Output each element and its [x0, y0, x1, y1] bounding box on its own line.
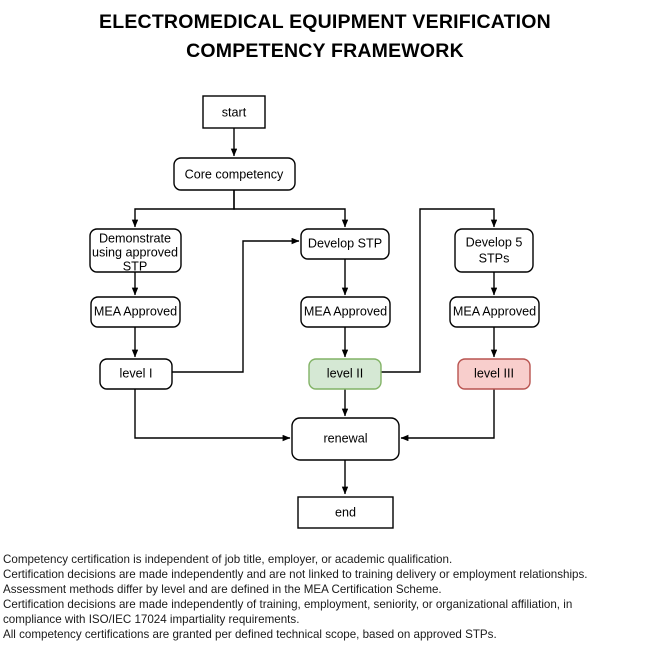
- edge-level2-to-develop5: [381, 208, 498, 373]
- node-demonstrate-using-approved-stp[interactable]: Demonstrate using approved STP: [89, 228, 182, 273]
- title-line-2: COMPETENCY FRAMEWORK: [186, 40, 464, 62]
- node-demonstrate-label-line1: Demonstrate: [99, 231, 171, 245]
- edge-level1-to-develop-stp: [172, 237, 300, 373]
- node-mea-approved-middle[interactable]: MEA Approved: [300, 296, 391, 328]
- edge-core-to-develop-stp: [233, 190, 349, 228]
- title-line-1: ELECTROMEDICAL EQUIPMENT VERIFICATION: [99, 11, 551, 33]
- node-mea-approved-left-label: MEA Approved: [94, 304, 177, 318]
- node-start-label: start: [222, 105, 247, 119]
- node-level-2-label: level II: [327, 366, 363, 380]
- node-demonstrate-label-line3: STP: [123, 259, 148, 273]
- node-mea-approved-middle-label: MEA Approved: [304, 304, 387, 318]
- footnote-line: Certification decisions are made indepen…: [3, 568, 588, 582]
- node-mea-approved-left[interactable]: MEA Approved: [90, 296, 181, 328]
- footnote-line: Competency certification is independent …: [3, 553, 453, 566]
- footnote-line: compliance with ISO/IEC 17024 impartiali…: [3, 613, 300, 627]
- competency-flowchart: start Core competency Demonstrate using …: [89, 95, 540, 529]
- node-level-3[interactable]: level III: [457, 358, 531, 390]
- node-mea-approved-right-label: MEA Approved: [453, 304, 536, 318]
- edge-core-to-demonstrate: [131, 190, 235, 228]
- node-level-1[interactable]: level I: [99, 358, 173, 390]
- edge-level1-to-renewal: [134, 389, 291, 442]
- node-level-2[interactable]: level II: [308, 358, 382, 390]
- footnote-line: Assessment methods differ by level and a…: [3, 583, 442, 597]
- node-demonstrate-label-line2: using approved: [92, 245, 178, 259]
- node-renewal-label: renewal: [323, 431, 367, 445]
- node-core-competency-label: Core competency: [185, 167, 284, 181]
- node-level-1-label: level I: [120, 366, 153, 380]
- node-start[interactable]: start: [202, 95, 266, 129]
- page-title: ELECTROMEDICAL EQUIPMENT VERIFICATION CO…: [0, 8, 650, 66]
- node-develop-stp[interactable]: Develop STP: [300, 228, 390, 260]
- edge-level3-to-renewal: [400, 389, 495, 442]
- node-develop-stp-label: Develop STP: [308, 236, 382, 250]
- node-core-competency[interactable]: Core competency: [173, 157, 296, 191]
- node-level-3-label: level III: [474, 366, 514, 380]
- footnotes-block: Competency certification is independent …: [3, 552, 647, 643]
- node-end-label: end: [335, 505, 356, 519]
- node-develop-5-stps[interactable]: Develop 5 STPs: [454, 228, 534, 273]
- node-mea-approved-right[interactable]: MEA Approved: [449, 296, 540, 328]
- node-end[interactable]: end: [297, 496, 394, 529]
- node-renewal[interactable]: renewal: [291, 417, 400, 461]
- node-develop-5-stps-label-line1: Develop 5: [466, 235, 523, 249]
- footnote-line: Certification decisions are made indepen…: [3, 598, 573, 612]
- footnote-line: All competency certifications are grante…: [3, 628, 497, 642]
- node-develop-5-stps-label-line2: STPs: [479, 251, 510, 265]
